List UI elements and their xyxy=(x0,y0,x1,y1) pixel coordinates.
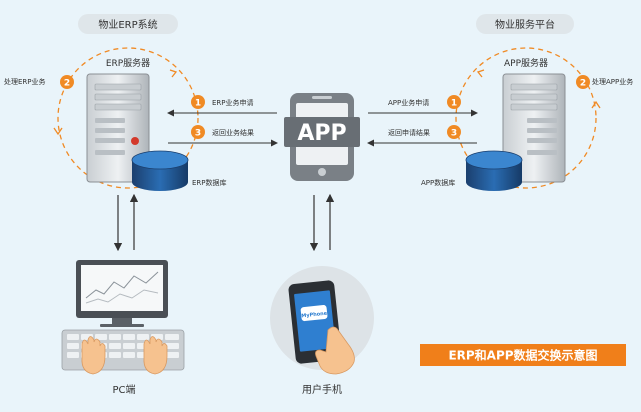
pc-monitor-icon xyxy=(76,260,168,327)
erp-server-icon xyxy=(86,73,150,183)
erp-cycle-arrow-2 xyxy=(53,127,63,136)
phone-label: 用户手机 xyxy=(302,383,342,396)
erp-process-label: 处理ERP业务 xyxy=(4,77,46,86)
erp-server-label: ERP服务器 xyxy=(106,57,150,69)
svg-text:1: 1 xyxy=(195,99,201,109)
erp-system-title-text: 物业ERP系统 xyxy=(98,18,157,31)
app-return-label: 返回申请结果 xyxy=(388,128,430,137)
phone-screen-logo: MyPhone xyxy=(301,311,328,320)
app-server-icon xyxy=(502,73,566,183)
caption-banner: ERP和APP数据交换示意图 xyxy=(420,344,626,366)
app-step-1-badge: 1 xyxy=(447,95,461,109)
left-hand-icon xyxy=(81,336,106,375)
app-request-label: APP业务申请 xyxy=(388,98,429,107)
app-process-label: 处理APP业务 xyxy=(592,77,633,86)
pc-label: PC端 xyxy=(112,383,135,396)
app-step-2-badge: 2 xyxy=(576,75,590,89)
app-process-cycle xyxy=(455,47,597,189)
erp-request-label: ERP业务申请 xyxy=(212,98,254,107)
app-cycle-arrow xyxy=(476,69,485,78)
service-platform-title: 物业服务平台 xyxy=(476,14,574,34)
erp-step-3-badge: 3 xyxy=(191,125,205,139)
app-phone-icon: APP xyxy=(284,93,360,181)
app-server-label: APP服务器 xyxy=(504,57,548,69)
svg-text:3: 3 xyxy=(195,129,201,139)
erp-process-cycle xyxy=(57,47,199,189)
service-platform-title-text: 物业服务平台 xyxy=(495,18,555,31)
erp-system-title: 物业ERP系统 xyxy=(78,14,178,34)
app-cycle-arrow-2 xyxy=(591,100,601,109)
app-database-icon xyxy=(465,150,523,191)
erp-cycle-arrow xyxy=(169,69,178,78)
app-db-label: APP数据库 xyxy=(421,178,455,187)
right-hand-icon xyxy=(143,336,168,375)
erp-step-2-badge: 2 xyxy=(60,75,74,89)
app-label: APP xyxy=(297,121,346,146)
user-phone-icon: MyPhone xyxy=(270,266,374,375)
erp-db-label: ERP数据库 xyxy=(192,178,227,187)
erp-database-icon xyxy=(131,150,189,191)
svg-text:3: 3 xyxy=(451,129,457,139)
app-step-3-badge: 3 xyxy=(447,125,461,139)
caption-text: ERP和APP数据交换示意图 xyxy=(448,348,597,363)
svg-text:2: 2 xyxy=(580,79,586,89)
svg-text:2: 2 xyxy=(64,79,70,89)
svg-text:1: 1 xyxy=(451,99,457,109)
erp-step-1-badge: 1 xyxy=(191,95,205,109)
erp-return-label: 返回业务结果 xyxy=(212,128,254,137)
